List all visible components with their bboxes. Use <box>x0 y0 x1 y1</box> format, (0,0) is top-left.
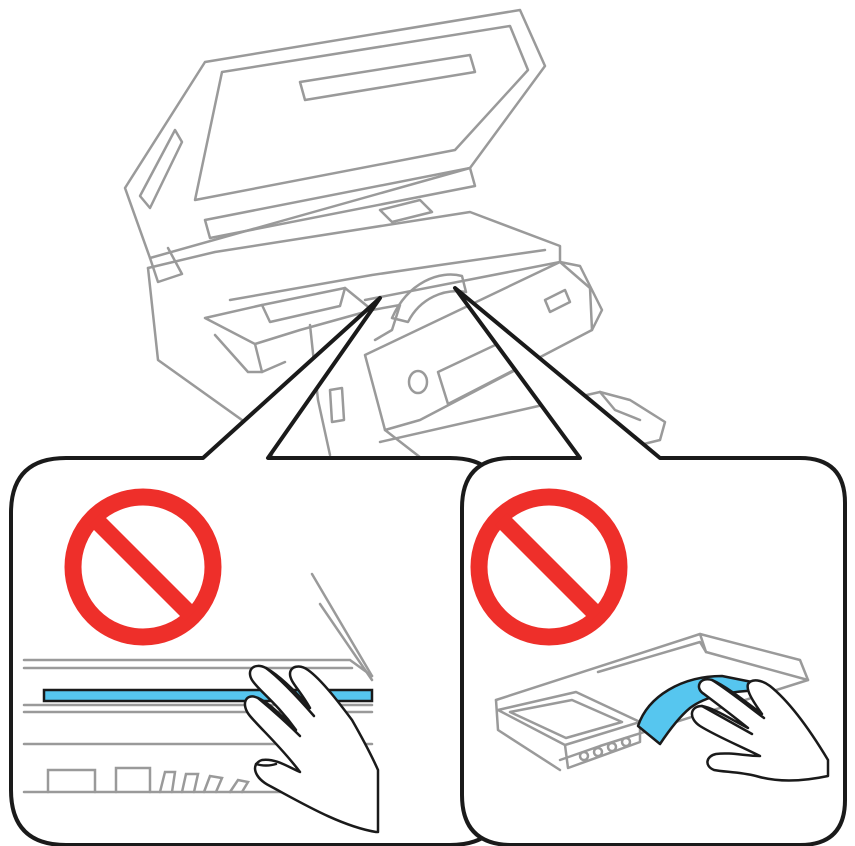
scanner-lid <box>125 10 545 282</box>
left-callout <box>11 298 505 845</box>
